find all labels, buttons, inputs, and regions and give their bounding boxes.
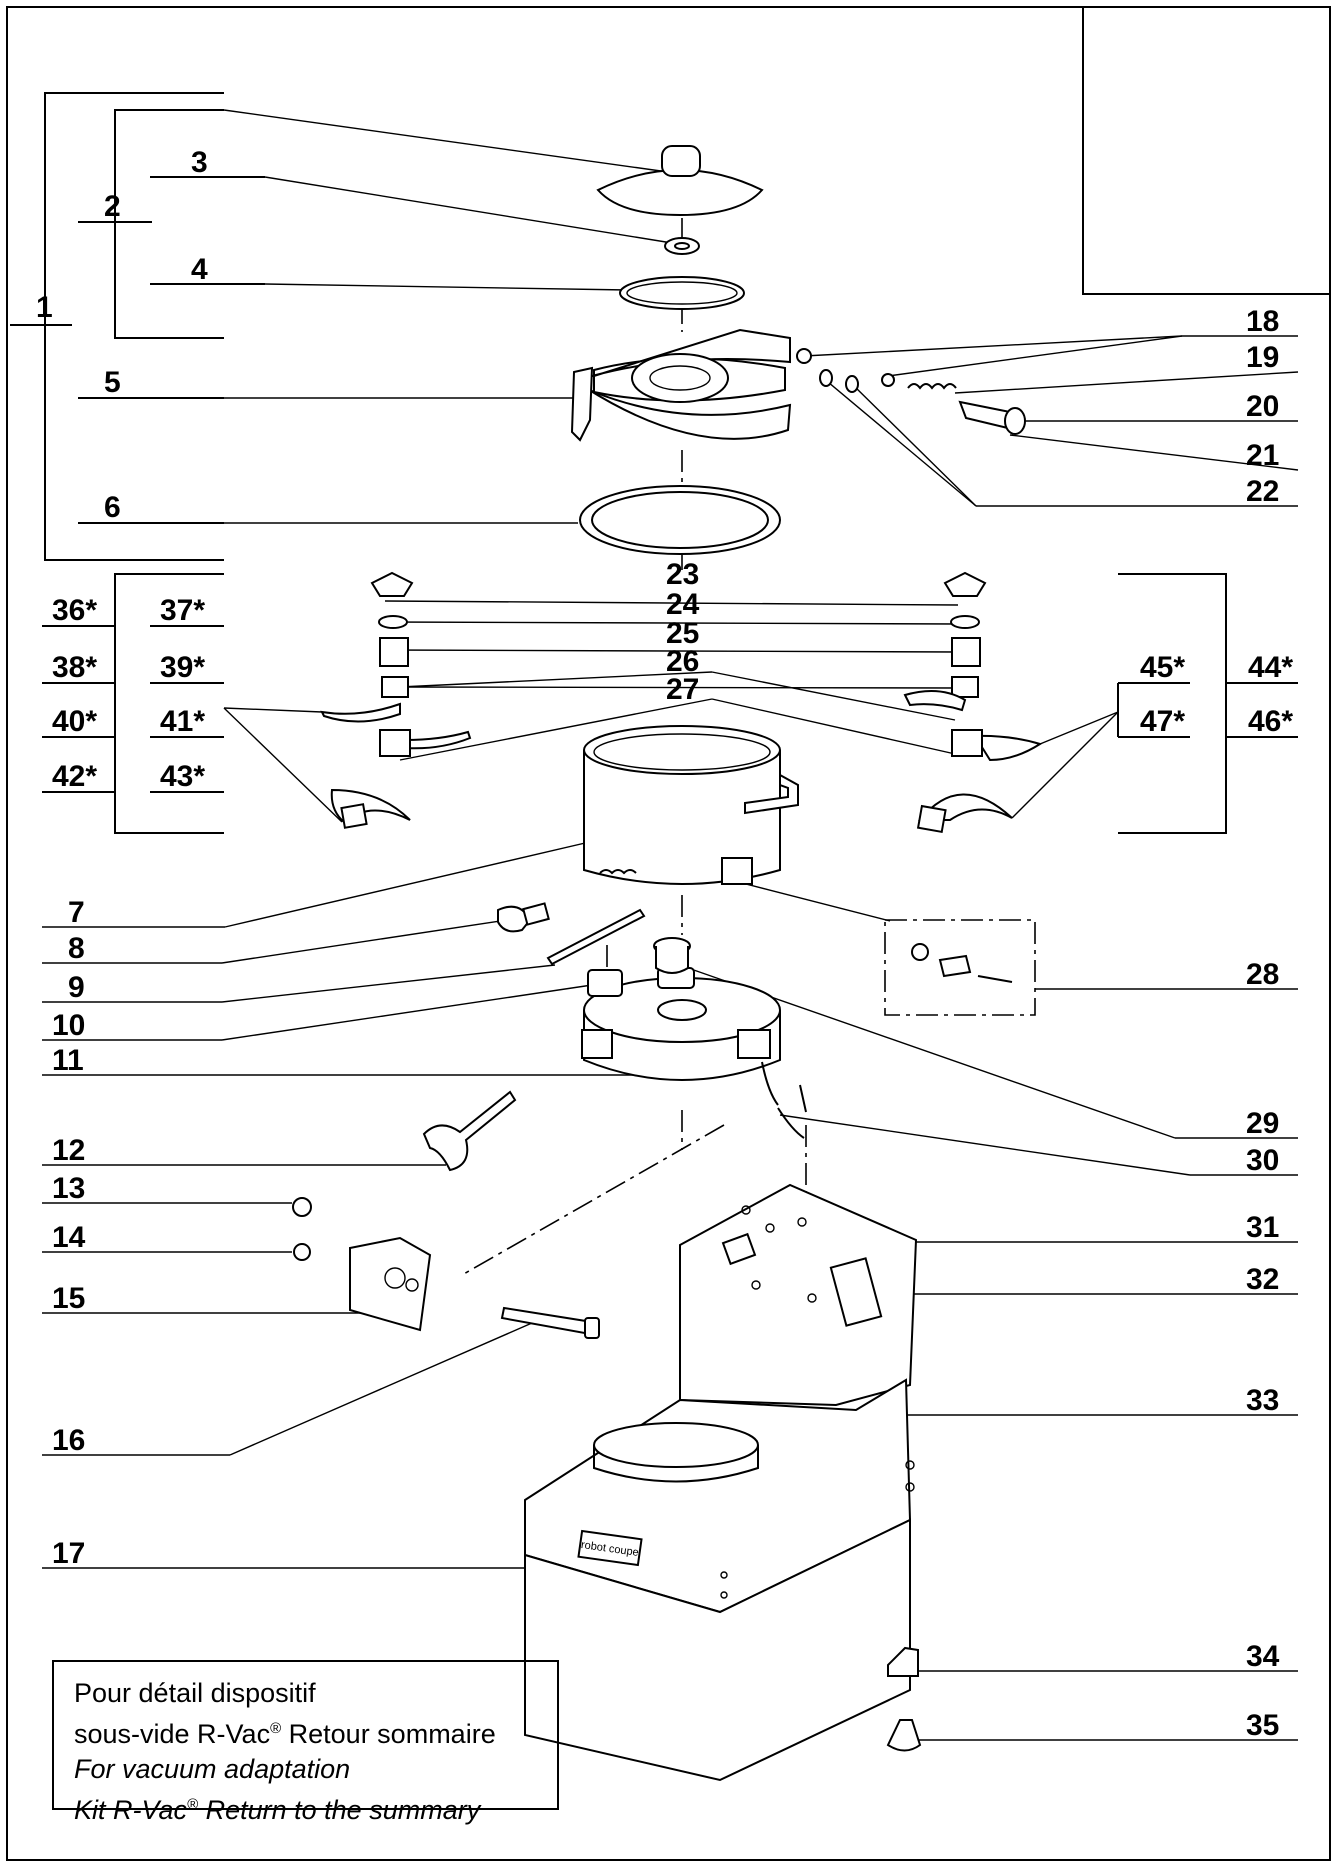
label-33: 33: [1246, 1384, 1279, 1417]
part-bowl: [583, 725, 799, 885]
bracket-group-1: [10, 92, 265, 561]
label-28: 28: [1246, 958, 1279, 991]
label-15: 15: [52, 1282, 85, 1315]
label-36: 36*: [52, 594, 97, 627]
part-blade-stack-left: [320, 571, 472, 829]
label-9: 9: [68, 971, 85, 1004]
label-41: 41*: [160, 705, 205, 738]
label-45: 45*: [1140, 651, 1185, 684]
part-knob: [497, 902, 550, 933]
bracket-group-44-47: [1117, 573, 1298, 834]
leader-lines: [42, 109, 1299, 1741]
note-line-4: Kit R-Vac® Return to the summary: [74, 1795, 481, 1825]
label-29: 29: [1246, 1107, 1279, 1140]
part-drive-coupling: [653, 937, 691, 974]
label-21: 21: [1246, 439, 1279, 472]
vacuum-kit-note[interactable]: Pour détail dispositif sous-vide R-Vac® …: [52, 1660, 559, 1825]
label-37: 37*: [160, 594, 205, 627]
label-4: 4: [191, 253, 208, 286]
bracket-group-36-43: [42, 573, 224, 834]
label-17: 17: [52, 1537, 85, 1570]
part-latch-detail: [911, 943, 1013, 983]
label-18: 18: [1246, 305, 1279, 338]
part-feet: [886, 1646, 922, 1752]
note-line-3: For vacuum adaptation: [74, 1754, 351, 1784]
label-1: 1: [36, 291, 53, 324]
label-34: 34: [1246, 1640, 1280, 1673]
part-motor-base: robot coupe: [524, 1183, 918, 1782]
label-14: 14: [52, 1221, 86, 1254]
part-lid: [570, 328, 792, 442]
label-20: 20: [1246, 390, 1279, 423]
label-32: 32: [1246, 1263, 1279, 1296]
label-46: 46*: [1248, 705, 1293, 738]
part-small-seal: [664, 237, 700, 255]
label-38: 38*: [52, 651, 97, 684]
label-26: 26: [666, 645, 699, 678]
part-wrench: [422, 1090, 517, 1172]
part-shaft: [500, 1306, 600, 1339]
label-19: 19: [1246, 341, 1279, 374]
label-42: 42*: [52, 760, 97, 793]
label-44: 44*: [1248, 651, 1293, 684]
label-23: 23: [666, 558, 699, 591]
label-39: 39*: [160, 651, 205, 684]
label-7: 7: [68, 896, 85, 929]
label-22: 22: [1246, 475, 1279, 508]
part-lid-cap: [596, 145, 764, 217]
part-number-labels: 1 2 3 4 5 6 7 8 9 10 11 12 13 14 15 16 1…: [36, 146, 1293, 1742]
label-6: 6: [104, 491, 121, 524]
label-2: 2: [104, 190, 121, 223]
label-16: 16: [52, 1424, 85, 1457]
label-25: 25: [666, 617, 699, 650]
label-13: 13: [52, 1172, 85, 1205]
label-27: 27: [666, 673, 699, 706]
label-12: 12: [52, 1134, 85, 1167]
drawing-frame: [6, 6, 1331, 1861]
label-5: 5: [104, 366, 121, 399]
part-coupling-base: [581, 967, 781, 1081]
label-35: 35: [1246, 1709, 1279, 1742]
label-31: 31: [1246, 1211, 1279, 1244]
title-corner-box: [1082, 6, 1331, 295]
note-line-1: Pour détail dispositif: [74, 1678, 316, 1708]
part-screws: [292, 1197, 312, 1261]
label-11: 11: [52, 1044, 84, 1077]
label-10: 10: [52, 1009, 85, 1042]
label-8: 8: [68, 932, 85, 965]
part-lid-seal-ring: [619, 276, 745, 310]
label-43: 43*: [160, 760, 205, 793]
label-24: 24: [666, 588, 700, 621]
label-30: 30: [1246, 1144, 1279, 1177]
part-cable: [761, 1061, 807, 1139]
part-lid-pin-assembly: [796, 348, 1026, 435]
part-blade-stack-right: [903, 571, 1043, 834]
label-47: 47*: [1140, 705, 1185, 738]
label-3: 3: [191, 146, 208, 179]
note-line-2: sous-vide R-Vac® Retour sommaire: [74, 1719, 496, 1749]
part-bowl-seal-ring: [579, 485, 781, 555]
label-40: 40*: [52, 705, 97, 738]
part-strip: [546, 908, 646, 966]
part-hinge: [349, 1236, 432, 1332]
